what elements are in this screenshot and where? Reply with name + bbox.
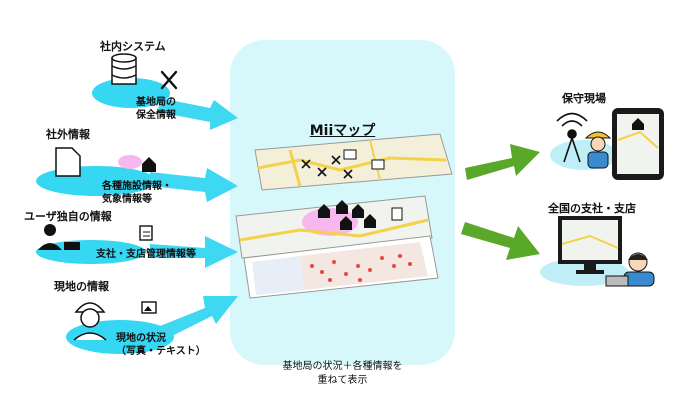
center-caption: 基地局の状況＋各種情報を 重ねて表示 [230,360,455,388]
destination-arrow-2 [461,222,540,260]
source-3-title: ユーザ独自の情報 [24,210,112,223]
destination-arrows [461,144,540,260]
destination-1-worker-icon [584,131,612,169]
field-worker-icon [73,302,107,341]
photo-icon [141,301,157,314]
source-arrow-2 [150,168,238,202]
map-layer-top [254,133,453,191]
memo-icon [139,225,153,241]
source-arrows [150,98,238,340]
source-1-detail: 基地局の 保全情報 [136,97,176,121]
building-icon [142,157,156,172]
monitor-icon [558,216,622,274]
center-text-area: Miiマップ 基地局の状況＋各種情報を 重ねて表示 [230,40,455,400]
destination-arrow-1 [465,144,540,180]
tools-icon [160,70,178,90]
photo-marker-icon [343,149,357,160]
building-marker-icons [318,200,376,230]
memo-marker-icon [391,207,403,221]
document-icon [55,147,81,177]
database-icon [111,53,137,85]
source-1-title: 社内システム [100,40,166,53]
caption-line-1: 基地局の状況＋各種情報を [282,361,403,372]
destination-1-title: 保守現場 [562,92,606,105]
destination-2-title: 全国の支社・支店 [548,202,636,215]
source-4-title: 現地の情報 [54,280,109,293]
tools-marker-icons [301,155,353,179]
status-dots [310,254,412,282]
source-4-detail: 現地の状況 （写真・テキスト） [116,333,206,357]
antenna-tower-icon [556,112,588,163]
source-arrow-4 [160,296,238,340]
map-layer-bottom [243,235,439,299]
source-3-detail: 支社・支店管理情報等 [96,249,196,260]
caption-line-2: 重ねて表示 [317,375,368,386]
source-arrow-3 [150,236,238,268]
source-2-title: 社外情報 [46,128,90,141]
diagram-title: Miiマップ [309,123,376,139]
tablet-icon [612,108,664,180]
source-2-detail: 各種施設情報・ 気象情報等 [102,181,172,205]
source-arrow-1 [158,98,238,130]
office-worker-icon [605,252,655,287]
photo-marker-icon-2 [371,159,385,170]
user-laptop-icon [38,224,80,250]
